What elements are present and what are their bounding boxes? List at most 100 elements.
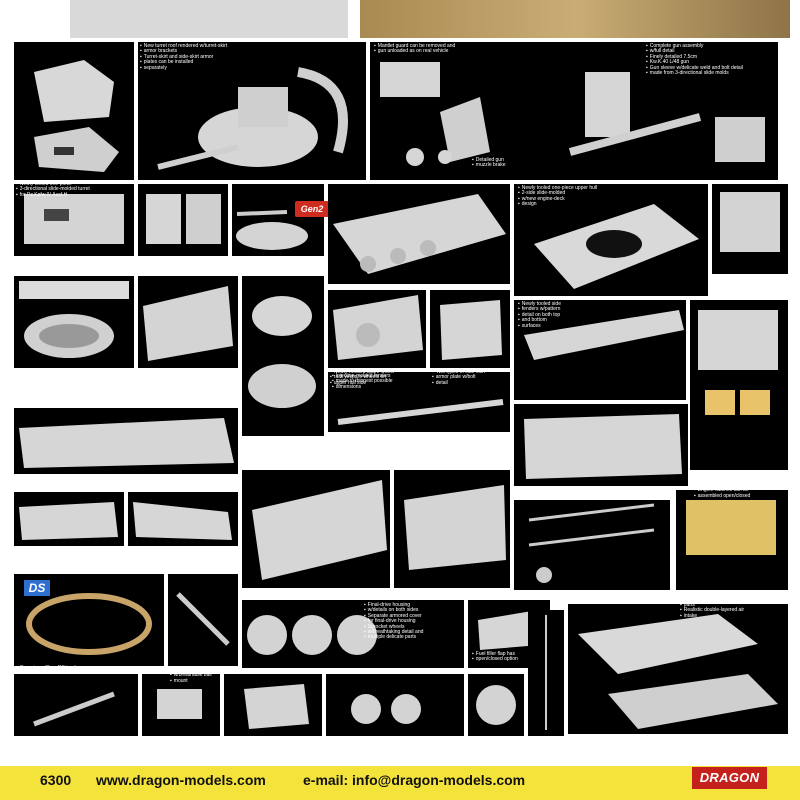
caption-line: Newly tooled one-piece upper hull	[518, 185, 597, 191]
caption-towing: Detailed towing-eyebrackets w/separate p…	[226, 737, 287, 749]
caption-line: for Pz.Kpfw.IV Ausf.H	[16, 192, 90, 198]
caption-line: inside turret	[16, 385, 89, 391]
mg34-gen2-badge: Gen2	[295, 201, 329, 217]
caption-line: Cupola vision blocks	[246, 453, 297, 459]
caption-muzzle: Detailed gunmuzzle brake	[472, 157, 506, 169]
caption-line: bracket on lower hull front	[16, 552, 77, 558]
panel-towing	[224, 674, 322, 736]
caption-line: for final-drive housing	[364, 618, 423, 624]
panel-trackbracket2	[14, 492, 124, 546]
caption-line: made to thinnest possible	[332, 378, 393, 384]
caption-line: detail	[432, 380, 485, 386]
panel-skirtdoor	[138, 184, 228, 256]
caption-line: Photo-etched part for	[694, 471, 750, 477]
caption-line: Sprocket wheels	[364, 624, 423, 630]
caption-line: crisp detail	[330, 748, 400, 754]
caption-driverhatch: New driver's and radio operator's housin…	[16, 475, 147, 487]
caption-line: can be assembled	[246, 459, 297, 465]
caption-line: Realistic double-layered air	[680, 607, 748, 613]
caption-line: Gun sleeve w/delicate weld and bolt deta…	[646, 65, 743, 71]
caption-jack: Extendable jack w/separate parts	[16, 737, 94, 743]
panel-hullrear	[514, 404, 688, 486]
caption-line: and bottom	[518, 317, 561, 323]
caption-line: 500mm T-34 waffle pattern tracks as	[246, 589, 331, 595]
caption-line: Detailed towing-eye	[226, 737, 287, 743]
caption-line: w/full detail	[646, 48, 743, 54]
caption-line: multiple delicate parts	[364, 635, 423, 641]
caption-line: antenna	[528, 742, 550, 748]
caption-idlerwheel: Idler wheelshave detailedparts	[472, 737, 506, 754]
caption-line: parts	[680, 602, 748, 608]
caption-injfenders: Injection-molded fendersmade to thinnest…	[332, 373, 393, 390]
ds-badge: DS	[24, 580, 50, 596]
caption-line: on rear armor	[716, 280, 758, 286]
caption-line: Turret-skirt and side-skirt armor	[140, 54, 227, 60]
caption-line: brackets w/separate parts	[226, 742, 287, 748]
panel-ovm	[394, 470, 510, 588]
panel-jack	[14, 674, 138, 736]
caption-line: on turret bottom	[16, 374, 89, 380]
caption-line: have detailed	[472, 742, 506, 748]
panel-rearantenna	[528, 610, 564, 736]
caption-line: extra armor protection	[246, 594, 330, 600]
caption-line: One-piece lower hull made from slide mol…	[572, 735, 673, 741]
panel-antenna	[128, 492, 238, 546]
caption-line: Finely detailed 7.5cm	[646, 54, 743, 60]
caption-line: Mantlet guard can be removed and	[374, 43, 456, 49]
caption-underside: Includes hollowed-out undercuton turret …	[16, 369, 89, 392]
panel-mgmount	[168, 574, 238, 666]
caption-line: armor brackets	[140, 48, 227, 54]
panel-turret	[14, 42, 134, 180]
caption-line: recreates structural	[246, 442, 297, 448]
caption-line: Injection-molded fenders	[332, 373, 392, 379]
caption-line: w/multiple components exhibit	[330, 742, 401, 748]
caption-skirtdoor: Turret-skirt door can bepositioned open/…	[140, 257, 196, 269]
caption-line: idler adjuster	[144, 742, 190, 748]
panel-idler	[142, 674, 220, 736]
caption-line: Complete MG	[170, 667, 212, 673]
caption-airintake: Air-intake covers have optionof injectio…	[680, 591, 748, 619]
top-image-left	[70, 0, 348, 38]
caption-line: Newly tooled spare-track	[16, 547, 77, 553]
caption-line: w/breathable ball	[170, 672, 212, 678]
caption-line: Accurately detailed	[144, 737, 190, 743]
panel-driverhatch	[14, 408, 238, 474]
caption-line: MG34 in Gen2 standard	[234, 257, 291, 263]
caption-line: detail on both top	[518, 312, 561, 318]
caption-line: Rear	[528, 737, 550, 743]
caption-lowerhull: One-piece lower hull made from slide mol…	[572, 735, 673, 747]
panel-upperhull	[514, 184, 708, 296]
caption-visionport: Mantlet view port can bemodeled open/clo…	[16, 257, 74, 269]
website-link[interactable]: www.dragon-models.com	[96, 772, 266, 788]
caption-line: fenders	[398, 594, 461, 600]
email-link[interactable]: e-mail: info@dragon-models.com	[303, 772, 526, 788]
caption-cupola: Commander's cupolarecreates structuralde…	[246, 437, 297, 470]
caption-line: w/gun mount	[234, 262, 291, 268]
caption-line: Final-drive housing	[364, 602, 423, 608]
panel-underside	[14, 276, 134, 368]
caption-fuelflap: Fuel filler flap hasopen/closed option	[472, 651, 518, 663]
caption-line: grill	[694, 482, 750, 488]
caption-photoetch: Photo-etched part forengine-deck ventila…	[694, 471, 751, 499]
caption-line: included	[528, 748, 551, 754]
caption-line: w/new engine-deck	[518, 196, 597, 202]
caption-line: Road wheels and suspension	[330, 737, 400, 743]
caption-line: muzzle brake	[472, 162, 506, 168]
caption-line: design	[518, 201, 597, 207]
caption-line: and plastic option	[140, 380, 205, 386]
caption-line: Newly tooled one-piece	[16, 181, 90, 187]
caption-line: Mantlet view port can be	[16, 257, 74, 263]
caption-line: Great detail on newly tooled hull rear	[518, 487, 603, 493]
caption-line: engine-deck ventilation	[694, 476, 750, 482]
caption-line: Two types of side-skirt	[432, 369, 485, 375]
caption-line: made from 3-directional slide molds	[646, 70, 743, 76]
caption-line: w/breathtaking detail and	[364, 629, 424, 635]
caption-hullrear: Great detail on newly tooled hull rear	[518, 487, 603, 493]
caption-line: modeled open/closed	[16, 262, 74, 268]
panel-turretroof	[138, 42, 366, 180]
caption-trackbracket: New spare-track bracket onglacis plate w…	[140, 369, 205, 386]
caption-line: Fuel filler flap has	[472, 651, 518, 657]
caption-line: of injection or photo-etched	[680, 596, 748, 602]
